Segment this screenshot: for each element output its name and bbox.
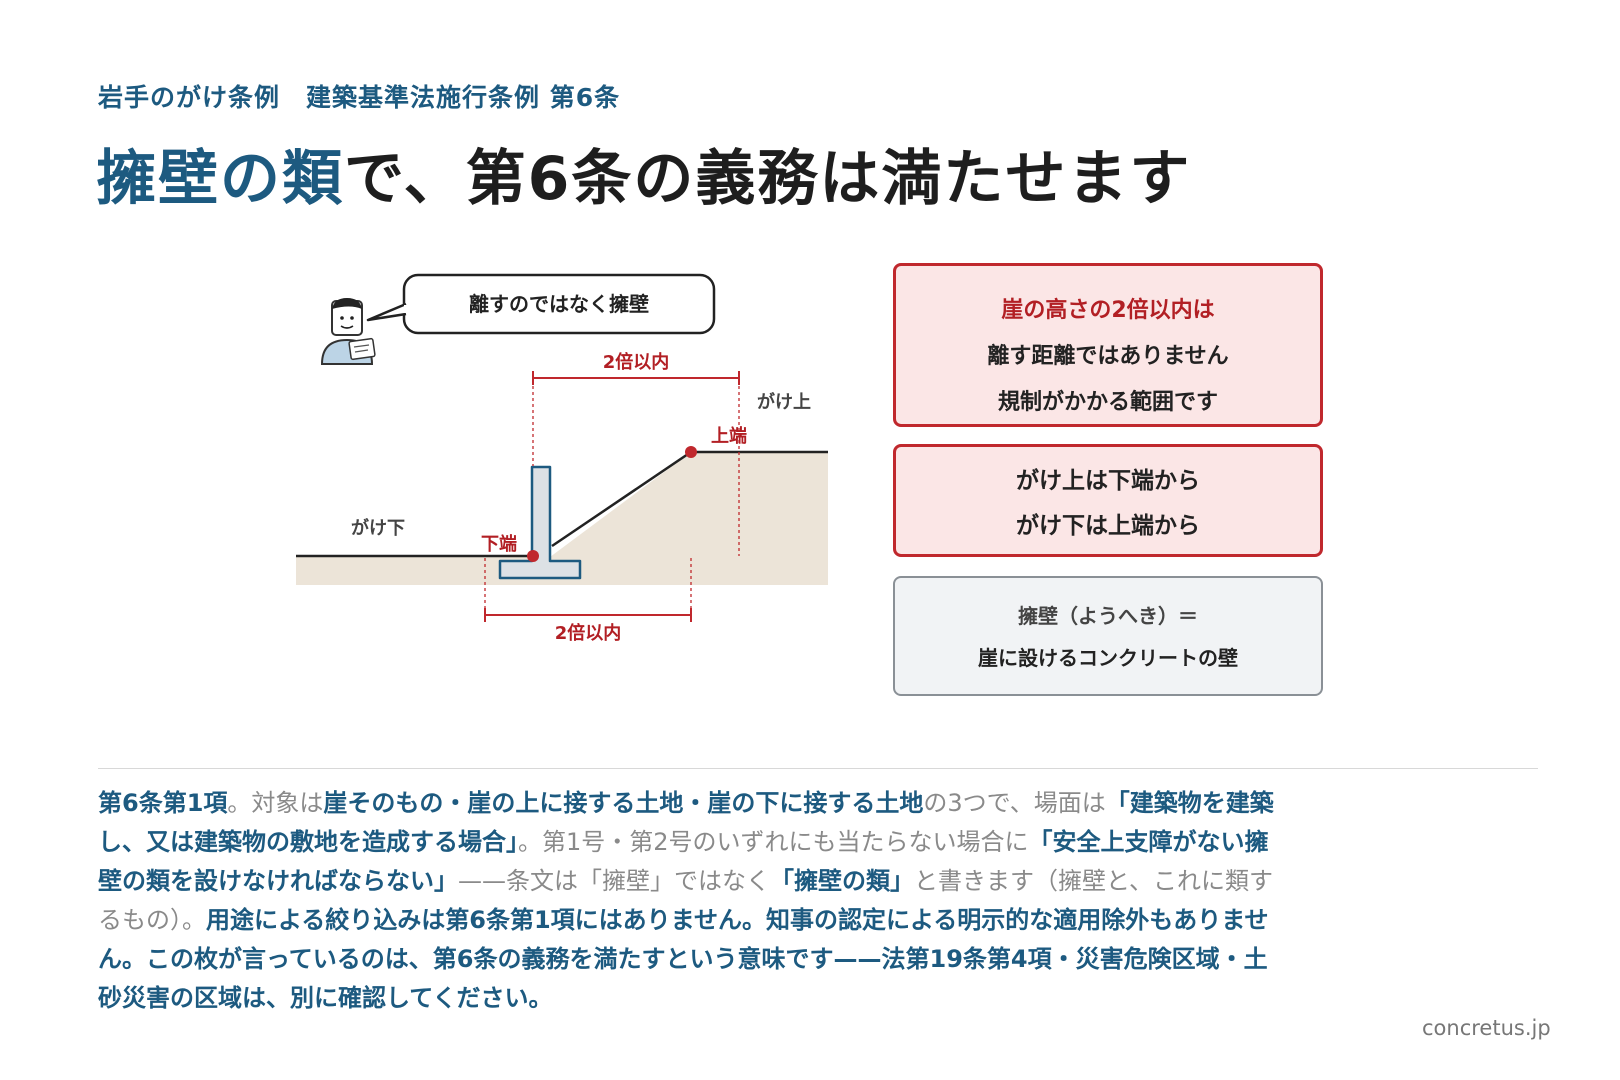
speech-text: 離すのではなく擁壁 bbox=[469, 292, 649, 316]
box1-line2: 離す距離ではありません bbox=[987, 344, 1229, 369]
ground-fill bbox=[296, 452, 828, 585]
retaining-wall bbox=[498, 465, 582, 580]
dimension-bottom-label: 2倍以内 bbox=[555, 622, 622, 644]
info-box-range: 崖の高さの2倍以内は 離す距離ではありません 規制がかかる範囲です bbox=[893, 263, 1323, 427]
body-seg: 「建築物を建築し、又は建築物の敷地を造成する場合」 bbox=[98, 789, 1274, 856]
title-rest: で、第6条の義務は満たせます bbox=[344, 144, 1192, 214]
divider bbox=[98, 768, 1538, 769]
body-seg: 「安全上支障がない擁壁の類を設けなければならない」 bbox=[98, 828, 1269, 895]
site-credit: concretus.jp bbox=[1422, 1016, 1551, 1040]
cliff-bottom-label: がけ下 bbox=[351, 517, 405, 539]
body-seg: 用途による絞り込みは第6条第1項にはありません。知事の認定による明示的な適用除外… bbox=[98, 906, 1269, 1012]
box3-line2: 崖に設けるコンクリートの壁 bbox=[978, 646, 1238, 670]
upper-edge-label: 上端 bbox=[711, 426, 747, 447]
body-seg: 「擁壁の類」 bbox=[770, 867, 914, 895]
info-box-measure: がけ上は下端から がけ下は上端から bbox=[893, 444, 1323, 557]
body-seg: ——条文は「擁壁」ではなく bbox=[458, 867, 770, 895]
dimension-top-label: 2倍以内 bbox=[603, 351, 670, 373]
box1-line3: 規制がかかる範囲です bbox=[997, 390, 1218, 415]
page-subtitle: 岩手のがけ条例 建築基準法施行条例 第6条 bbox=[98, 83, 621, 112]
cliff-top-label: がけ上 bbox=[757, 391, 811, 413]
box1-line1: 崖の高さの2倍以内は bbox=[1001, 298, 1215, 323]
lower-edge-label: 下端 bbox=[481, 534, 517, 555]
page-title: 擁壁の類で、第6条の義務は満たせます bbox=[96, 130, 1191, 217]
title-accent: 擁壁の類 bbox=[96, 144, 344, 214]
dimension-bottom bbox=[484, 608, 692, 622]
body-seg: の3つで、場面は bbox=[923, 789, 1106, 817]
info-box-definition: 擁壁（ようへき）＝ 崖に設けるコンクリートの壁 bbox=[893, 576, 1323, 696]
body-seg: 。第1号・第2号のいずれにも当たらない場合に bbox=[518, 828, 1029, 856]
body-paragraph: 第6条第1項。対象は崖そのもの・崖の上に接する土地・崖の下に接する土地の3つで、… bbox=[98, 784, 1278, 1018]
box2-line2: がけ下は上端から bbox=[1016, 513, 1200, 539]
retaining-wall-diagram: 離すのではなく擁壁 2倍以内 2倍以内 上端 下端 がけ上 がけ下 bbox=[296, 273, 828, 644]
body-seg: 第6条第1項 bbox=[98, 789, 228, 817]
body-seg: と書きます（擁壁と、これに類するもの）。 bbox=[98, 867, 1274, 934]
upper-edge-point bbox=[685, 446, 697, 458]
person-icon bbox=[320, 298, 376, 365]
body-seg: 。対象は bbox=[227, 789, 324, 817]
speech-bubble bbox=[366, 273, 716, 335]
body-seg: 崖そのもの・崖の上に接する土地・崖の下に接する土地 bbox=[323, 789, 924, 817]
dimension-top bbox=[532, 371, 740, 385]
lower-edge-point bbox=[527, 550, 539, 562]
box2-line1: がけ上は下端から bbox=[1016, 468, 1200, 494]
box3-line1: 擁壁（ようへき）＝ bbox=[1018, 604, 1198, 628]
